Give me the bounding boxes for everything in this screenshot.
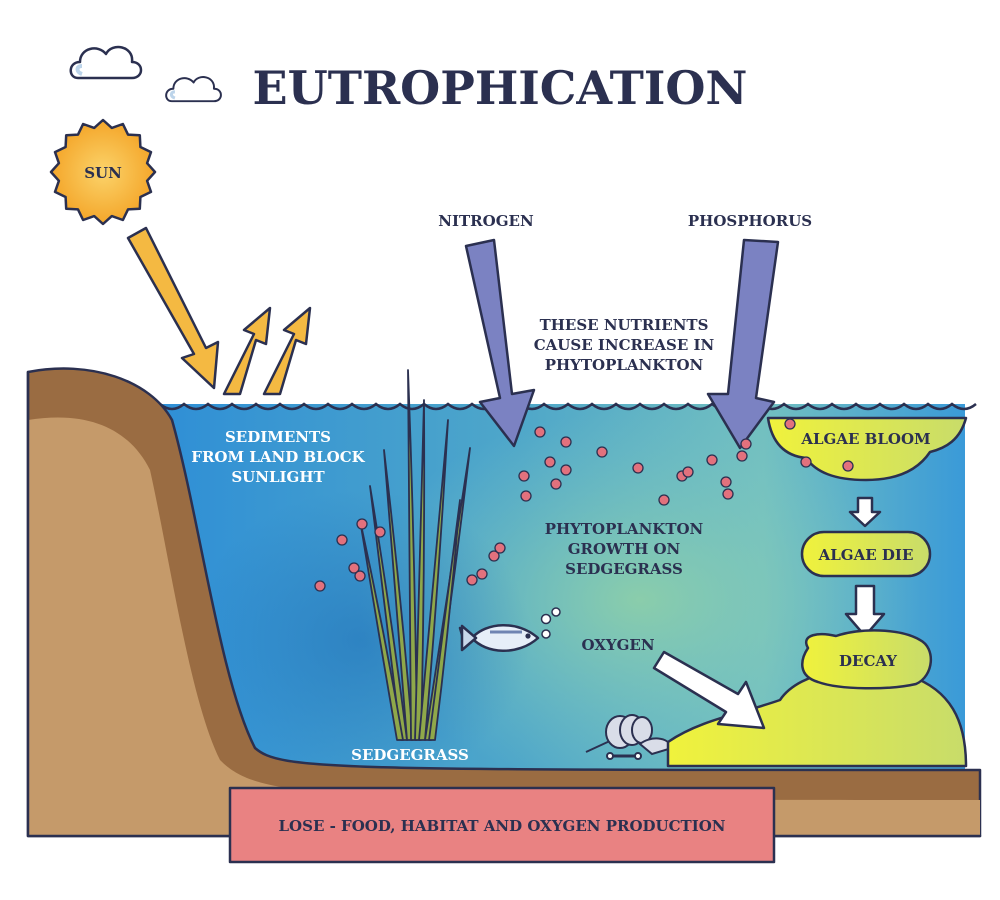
page-title: EUTROPHICATION bbox=[253, 61, 748, 115]
algae-bloom-label: ALGAE BLOOM bbox=[800, 430, 930, 448]
sediments-line-1: SEDIMENTS bbox=[225, 428, 331, 446]
sun-label: SUN bbox=[84, 164, 122, 182]
phyto-growth-line-1: PHYTOPLANKTON bbox=[545, 520, 704, 538]
sedgegrass-blade bbox=[407, 369, 418, 741]
arrow-die-to-decay bbox=[844, 584, 886, 638]
phytoplankton-dot bbox=[354, 570, 366, 582]
reflected-light-arrow bbox=[222, 306, 312, 396]
nutrients-note-line-2: CAUSE INCREASE IN bbox=[534, 336, 715, 354]
phytoplankton-dot bbox=[560, 436, 572, 448]
phytoplankton-dot bbox=[722, 488, 734, 500]
phytoplankton-dot bbox=[544, 456, 556, 468]
lose-banner-text: LOSE - FOOD, HABITAT AND OXYGEN PRODUCTI… bbox=[279, 817, 726, 835]
sun-icon: SUN bbox=[49, 118, 157, 226]
algae-bloom bbox=[766, 416, 968, 482]
phytoplankton-dot bbox=[534, 426, 546, 438]
phytoplankton-dot bbox=[596, 446, 608, 458]
sedgegrass-blade bbox=[414, 399, 426, 741]
phytoplankton-dot bbox=[336, 534, 348, 546]
fish-icon bbox=[458, 624, 540, 652]
phytoplankton-dot bbox=[784, 418, 796, 430]
sedgegrass-label: SEDGEGRASS bbox=[351, 746, 469, 764]
sedgegrass-blade bbox=[383, 449, 414, 741]
phyto-growth-line-3: SEDGEGRASS bbox=[565, 560, 683, 578]
shaded-area bbox=[190, 490, 530, 790]
phosphorus-arrow bbox=[706, 238, 780, 450]
sedgegrass-plant bbox=[359, 369, 471, 741]
nitrogen-label: NITROGEN bbox=[438, 212, 534, 230]
algae-die-box bbox=[800, 530, 932, 578]
phytoplankton-dot bbox=[488, 550, 500, 562]
fish-skeleton-icon bbox=[585, 714, 674, 760]
phytoplankton-dot bbox=[706, 454, 718, 466]
sunlight-arrow bbox=[126, 226, 220, 390]
phytoplankton-dot bbox=[632, 462, 644, 474]
cloud-icon bbox=[165, 76, 222, 103]
decay-label: DECAY bbox=[839, 652, 897, 670]
phytoplankton-dot bbox=[682, 466, 694, 478]
cloud-icon bbox=[69, 45, 143, 80]
phytoplankton-dot bbox=[494, 542, 506, 554]
arrow-bloom-to-die bbox=[848, 496, 882, 528]
nutrients-note-line-3: PHYTOPLANKTON bbox=[545, 356, 704, 374]
phytoplankton-dot bbox=[374, 526, 386, 538]
phytoplankton-dot bbox=[720, 476, 732, 488]
phytoplankton-dot bbox=[466, 574, 478, 586]
nutrients-note-line-1: THESE NUTRIENTS bbox=[540, 316, 709, 334]
phytoplankton-dot bbox=[550, 478, 562, 490]
water-surface bbox=[159, 402, 977, 411]
phytoplankton-dot bbox=[356, 518, 368, 530]
algae-die-label: ALGAE DIE bbox=[818, 546, 914, 564]
phyto-growth-line-2: GROWTH ON bbox=[568, 540, 681, 558]
sediments-line-3: SUNLIGHT bbox=[231, 468, 325, 486]
sedgegrass-blade bbox=[369, 485, 408, 741]
phytoplankton-dot bbox=[520, 490, 532, 502]
sedgegrass-blade bbox=[428, 499, 461, 741]
decay-box bbox=[801, 629, 933, 690]
phytoplankton-dot bbox=[518, 470, 530, 482]
oxygen-label: OXYGEN bbox=[581, 636, 654, 654]
bubble-icon bbox=[540, 607, 561, 639]
phosphorus-label: PHOSPHORUS bbox=[688, 212, 812, 230]
oxygen-arrow bbox=[652, 650, 766, 730]
phytoplankton-dot bbox=[658, 494, 670, 506]
soil-layer bbox=[28, 417, 980, 836]
phytoplankton-dot bbox=[740, 438, 752, 450]
lose-banner bbox=[228, 786, 776, 864]
phytoplankton-dot bbox=[560, 464, 572, 476]
phytoplankton-dot bbox=[736, 450, 748, 462]
sedgegrass-blade bbox=[418, 419, 449, 741]
phytoplankton-dot bbox=[348, 562, 360, 574]
phytoplankton-dot bbox=[842, 460, 854, 472]
phytoplankton-dot bbox=[476, 568, 488, 580]
phytoplankton-dot bbox=[314, 580, 326, 592]
phytoplankton-particles bbox=[314, 418, 854, 592]
nitrogen-arrow bbox=[464, 238, 536, 448]
sediments-line-2: FROM LAND BLOCK bbox=[191, 448, 365, 466]
phytoplankton-dot bbox=[800, 456, 812, 468]
